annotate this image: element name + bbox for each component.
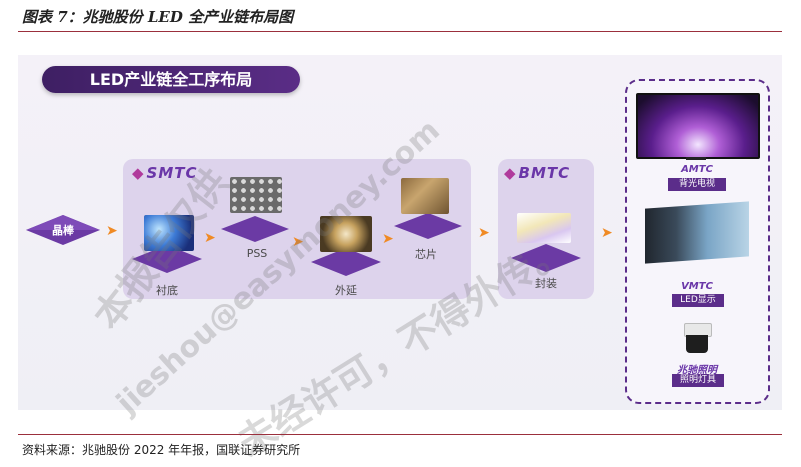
step-substrate-label: 衬底 xyxy=(156,284,178,297)
ingot-diamond-shape xyxy=(26,215,100,245)
arrow-right-icon: ➤ xyxy=(106,223,118,239)
lighting-logo: 兆驰照明 xyxy=(677,365,717,376)
bottom-rule xyxy=(18,434,782,435)
vmtc-logo: VMTC xyxy=(681,281,713,292)
arrow-right-icon: ➤ xyxy=(204,230,216,246)
lamp-image-bottom xyxy=(686,335,708,353)
chip-image xyxy=(401,178,449,214)
chip-diamond-shape xyxy=(392,211,464,241)
amtc-logo: AMTC xyxy=(681,164,713,175)
app-backlight-label: 背光电视 xyxy=(668,178,726,191)
arrow-right-icon: ➤ xyxy=(601,225,613,241)
led-display-image xyxy=(645,201,749,264)
bmtc-brand: ◆BMTC xyxy=(504,164,571,182)
figure-title: 图表 7：兆驰股份 LED 全产业链布局图 xyxy=(22,8,294,26)
substrate-wafer-image xyxy=(144,215,194,251)
banner-title: LED产业链全工序布局 xyxy=(42,66,300,93)
smtc-brand: ◆SMTC xyxy=(132,164,198,182)
source-note: 资料来源：兆驰股份 2022 年年报，国联证券研究所 xyxy=(22,443,301,457)
pss-diamond-shape xyxy=(219,214,291,244)
smtc-logo-icon: ◆ xyxy=(132,164,145,182)
step-pss-label: PSS xyxy=(246,247,268,260)
tv-image xyxy=(636,93,760,159)
led-package-image xyxy=(517,213,571,243)
step-ingot: 晶棒 xyxy=(24,213,102,247)
epitaxy-wafer-image xyxy=(320,216,372,252)
substrate-diamond-shape xyxy=(130,243,204,275)
tv-stand xyxy=(686,157,706,160)
pss-pattern-image xyxy=(230,177,282,213)
step-epitaxy-label: 外延 xyxy=(335,284,357,297)
arrow-right-icon: ➤ xyxy=(292,234,304,250)
arrow-right-icon: ➤ xyxy=(478,225,490,241)
arrow-right-icon: ➤ xyxy=(382,231,394,247)
step-ingot-label: 晶棒 xyxy=(52,224,74,237)
app-lighting-label: 照明灯具 xyxy=(672,374,724,387)
step-packaging-label: 封装 xyxy=(535,277,557,290)
epitaxy-diamond-shape xyxy=(309,246,383,278)
top-rule xyxy=(18,31,782,32)
packaging-diamond-shape xyxy=(509,242,583,274)
step-chip-label: 芯片 xyxy=(415,248,437,261)
bmtc-logo-icon: ◆ xyxy=(504,164,517,182)
app-display-label: LED显示 xyxy=(672,294,724,307)
